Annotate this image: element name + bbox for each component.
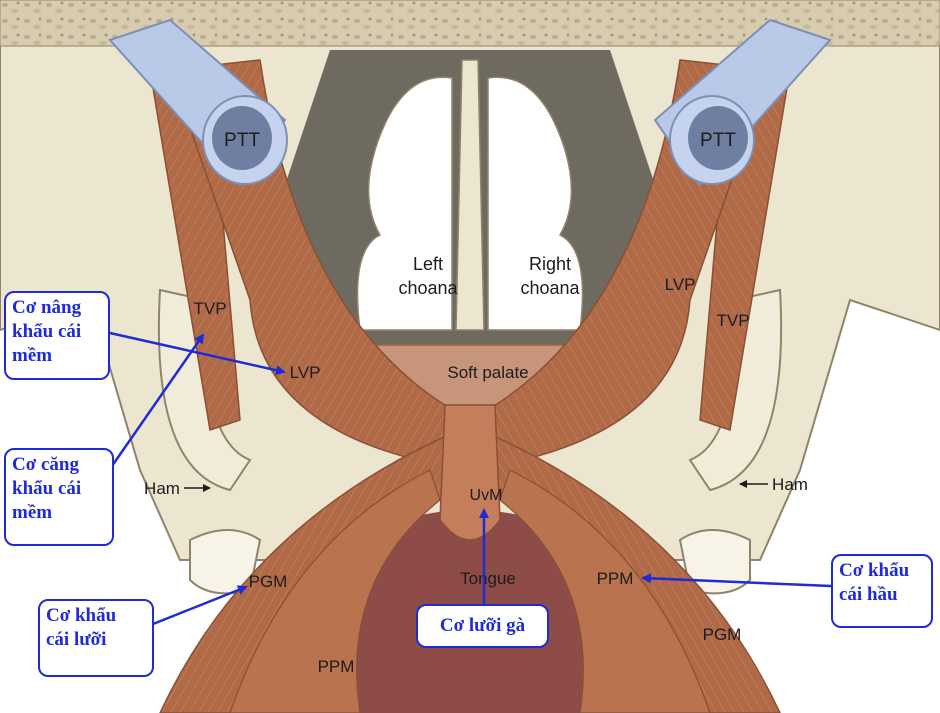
- right-choana-label-1: Right: [529, 254, 571, 274]
- tensor-callout-line-2: khẩu cái: [12, 478, 82, 499]
- palatoglossus-callout-line-2: cái lưỡi: [46, 629, 107, 650]
- levator-arrow: [109, 331, 286, 376]
- ham-right-label: Ham: [772, 475, 808, 494]
- pgm-left-label: PGM: [249, 572, 288, 591]
- levator-callout-line-3: mềm: [12, 345, 53, 366]
- levator-callout-line-2: khẩu cái: [12, 321, 82, 342]
- ppm-right-label: PPM: [597, 569, 634, 588]
- left-choana-label-2: choana: [398, 278, 458, 298]
- tensor-callout-line-3: mềm: [12, 502, 53, 523]
- tensor-arrow: [110, 333, 205, 467]
- lvp-left-label: LVP: [290, 363, 321, 382]
- pgm-right-label: PGM: [703, 625, 742, 644]
- palatopharyngeus-callout: Cơ khẩu cái hầu: [831, 554, 933, 628]
- palatopharyngeus-callout-line-1: Cơ khẩu: [839, 560, 910, 581]
- palatopharyngeus-callout-line-2: cái hầu: [839, 584, 898, 605]
- palatoglossus-callout: Cơ khẩu cái lưỡi: [38, 599, 154, 677]
- ppm-left-label: PPM: [318, 657, 355, 676]
- tensor-callout-line-1: Cơ căng: [12, 454, 79, 475]
- tendon-cylinders: [108, 18, 832, 187]
- levator-callout-line-1: Cơ nâng: [12, 297, 82, 318]
- choanae: [280, 50, 660, 360]
- right-choana-label-2: choana: [520, 278, 580, 298]
- palatoglossus-arrow: [152, 585, 248, 626]
- uvula-callout-line-1: Cơ lưỡi gà: [439, 615, 526, 636]
- anatomy-labels: PTT PTT Left choana Right choana TVP TVP…: [144, 130, 808, 676]
- right-choana-opening: [487, 76, 584, 331]
- tensor-callout: Cơ căng khẩu cái mềm: [4, 448, 114, 546]
- ham-left-label: Ham: [144, 479, 180, 498]
- pgm-right-muscle: [499, 469, 711, 713]
- uvula-callout: Cơ lưỡi gà: [416, 604, 549, 648]
- lvp-right-label: LVP: [665, 275, 696, 294]
- palatopharyngeus-arrow: [641, 573, 832, 588]
- pgm-left-muscle: [229, 469, 441, 713]
- uvm-label: UvM: [470, 487, 503, 504]
- tvp-right-label: TVP: [716, 311, 749, 330]
- uvula-muscle: [439, 404, 501, 541]
- ptt-right-label: PTT: [700, 130, 736, 151]
- levator-callout: Cơ nâng khẩu cái mềm: [4, 291, 110, 380]
- soft-palate-label: Soft palate: [447, 363, 528, 382]
- tvp-left-label: TVP: [193, 299, 226, 318]
- tongue-label: Tongue: [460, 569, 516, 588]
- palatoglossus-callout-line-1: Cơ khẩu: [46, 605, 117, 626]
- left-choana-opening: [356, 76, 453, 331]
- callout-arrows: [109, 331, 832, 626]
- left-choana-label-1: Left: [413, 254, 443, 274]
- ptt-left-label: PTT: [224, 130, 260, 151]
